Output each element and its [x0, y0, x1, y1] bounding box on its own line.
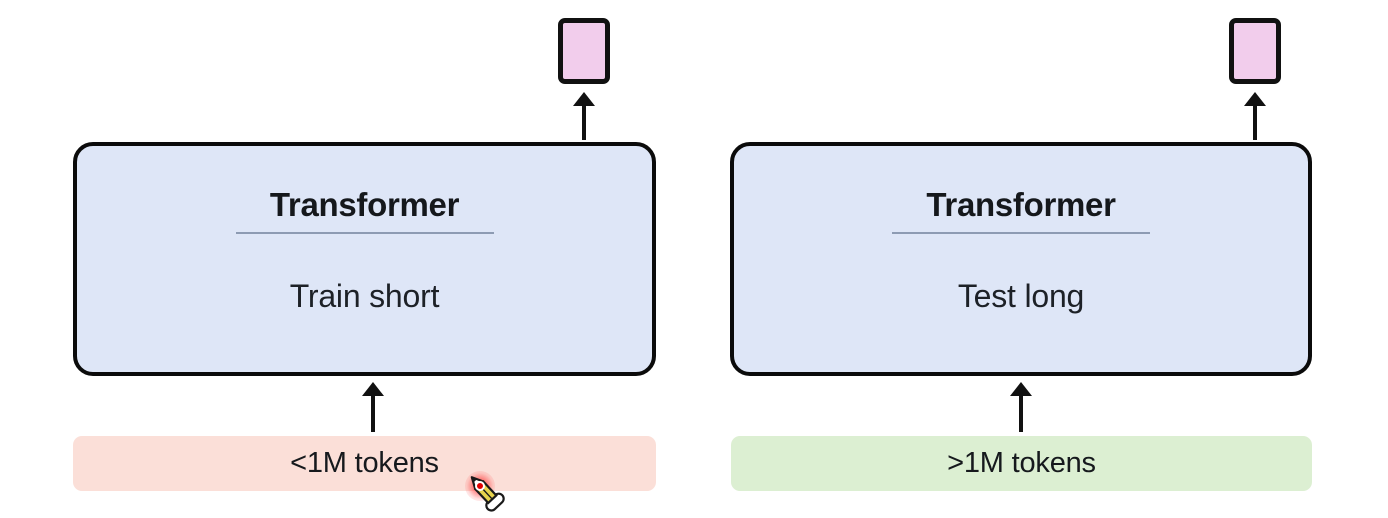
arrowhead-icon [362, 382, 384, 396]
arrow-input-to-model-train [362, 382, 384, 432]
model-title-underline [892, 231, 1150, 234]
model-box-train[interactable]: Transformer Train short [73, 142, 656, 376]
model-title-underline [235, 231, 494, 234]
model-title: Transformer [926, 186, 1116, 223]
input-token-bar-train[interactable]: <1M tokens [73, 436, 656, 491]
input-token-bar-test[interactable]: >1M tokens [731, 436, 1312, 491]
arrow-stem [1253, 101, 1257, 140]
arrow-stem [582, 101, 586, 140]
model-title: Transformer [269, 186, 460, 223]
input-token-label: >1M tokens [947, 447, 1096, 479]
arrowhead-icon [1244, 92, 1266, 106]
arrow-stem [1019, 391, 1023, 432]
output-token-box-train[interactable] [558, 18, 610, 84]
arrowhead-icon [573, 92, 595, 106]
arrow-model-to-output-test [1244, 92, 1266, 140]
arrow-model-to-output-train [573, 92, 595, 140]
input-token-label: <1M tokens [290, 447, 439, 479]
arrow-input-to-model-test [1010, 382, 1032, 432]
model-subtitle: Test long [957, 277, 1085, 314]
model-subtitle: Train short [289, 277, 440, 314]
output-token-box-test[interactable] [1229, 18, 1281, 84]
arrow-stem [371, 391, 375, 432]
arrowhead-icon [1010, 382, 1032, 396]
model-box-test[interactable]: Transformer Test long [730, 142, 1312, 376]
